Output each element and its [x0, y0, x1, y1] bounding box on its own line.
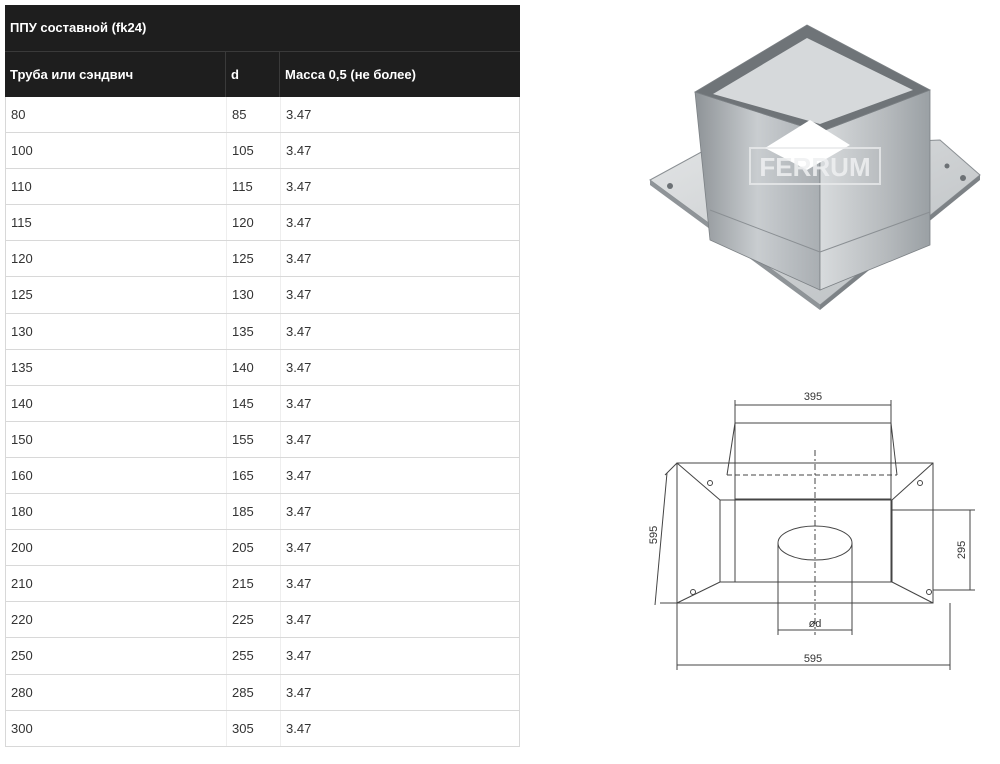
- dim-diameter: ød: [809, 618, 822, 630]
- cell-d: 105: [226, 133, 280, 169]
- dim-plate-depth: 595: [648, 526, 660, 544]
- cell-mass: 3.47: [280, 638, 519, 674]
- dim-plate-width: 595: [804, 653, 822, 665]
- cell-mass: 3.47: [280, 349, 519, 385]
- technical-drawing: 395 595 ød 595 295: [648, 391, 975, 670]
- cell-mass: 3.47: [280, 385, 519, 421]
- cell-d: 225: [226, 602, 280, 638]
- cell-mass: 3.47: [280, 277, 519, 313]
- cell-pipe: 135: [11, 359, 33, 375]
- cell-mass: 3.47: [280, 241, 519, 277]
- product-photo: FERRUM: [649, 24, 981, 310]
- cell-d: 185: [226, 494, 280, 530]
- dim-top-width: 395: [804, 391, 822, 403]
- cell-pipe: 180: [11, 504, 33, 520]
- table-header: Труба или сэндвич d Масса 0,5 (не более): [5, 51, 520, 97]
- cell-d: 205: [226, 530, 280, 566]
- dim-inner-height: 295: [956, 541, 968, 559]
- header-pipe: Труба или сэндвич: [10, 67, 134, 82]
- cell-pipe: 160: [11, 467, 33, 483]
- cell-pipe: 140: [11, 395, 33, 411]
- cell-d: 135: [226, 313, 280, 349]
- cell-mass: 3.47: [280, 566, 519, 602]
- header-d: d: [225, 52, 279, 97]
- cell-pipe: 280: [11, 684, 33, 700]
- cell-pipe: 200: [11, 540, 33, 556]
- cell-mass: 3.47: [280, 205, 519, 241]
- spec-table: ППУ составной (fk24) Труба или сэндвич d…: [5, 5, 520, 747]
- cell-d: 140: [226, 349, 280, 385]
- cell-d: 120: [226, 205, 280, 241]
- cell-mass: 3.47: [280, 421, 519, 457]
- cell-pipe: 130: [11, 323, 33, 339]
- cell-d: 165: [226, 457, 280, 494]
- cell-d: 255: [226, 638, 280, 674]
- cell-pipe: 210: [11, 576, 33, 592]
- cell-mass: 3.47: [280, 602, 519, 638]
- cell-mass: 3.47: [280, 710, 519, 746]
- cell-pipe: 80: [11, 107, 26, 122]
- cell-mass: 3.47: [280, 674, 519, 710]
- cell-d: 215: [226, 566, 280, 602]
- cell-pipe: 100: [11, 143, 33, 159]
- cell-pipe: 120: [11, 251, 33, 267]
- cell-d: 285: [226, 674, 280, 710]
- cell-pipe: 250: [11, 648, 33, 664]
- table-title: ППУ составной (fk24): [5, 5, 520, 51]
- cell-d: 115: [226, 169, 280, 205]
- cell-mass: 3.47: [280, 530, 519, 566]
- cell-pipe: 125: [11, 287, 33, 303]
- cell-mass: 3.47: [280, 313, 519, 349]
- cell-d: 305: [226, 710, 280, 746]
- cell-mass: 3.47: [280, 97, 519, 133]
- cell-mass: 3.47: [280, 494, 519, 530]
- cell-d: 125: [226, 241, 280, 277]
- cell-mass: 3.47: [280, 169, 519, 205]
- cell-pipe: 220: [11, 612, 33, 628]
- header-mass: Масса 0,5 (не более): [279, 52, 520, 97]
- cell-pipe: 300: [11, 720, 33, 736]
- cell-d: 145: [226, 385, 280, 421]
- cell-pipe: 150: [11, 431, 33, 447]
- cell-mass: 3.47: [280, 133, 519, 169]
- cell-d: 130: [226, 277, 280, 313]
- watermark-text: FERRUM: [759, 152, 870, 182]
- cell-mass: 3.47: [280, 457, 519, 494]
- cell-d: 85: [226, 97, 280, 133]
- cell-pipe: 115: [11, 215, 32, 231]
- cell-d: 155: [226, 421, 280, 457]
- cell-pipe: 110: [11, 179, 32, 195]
